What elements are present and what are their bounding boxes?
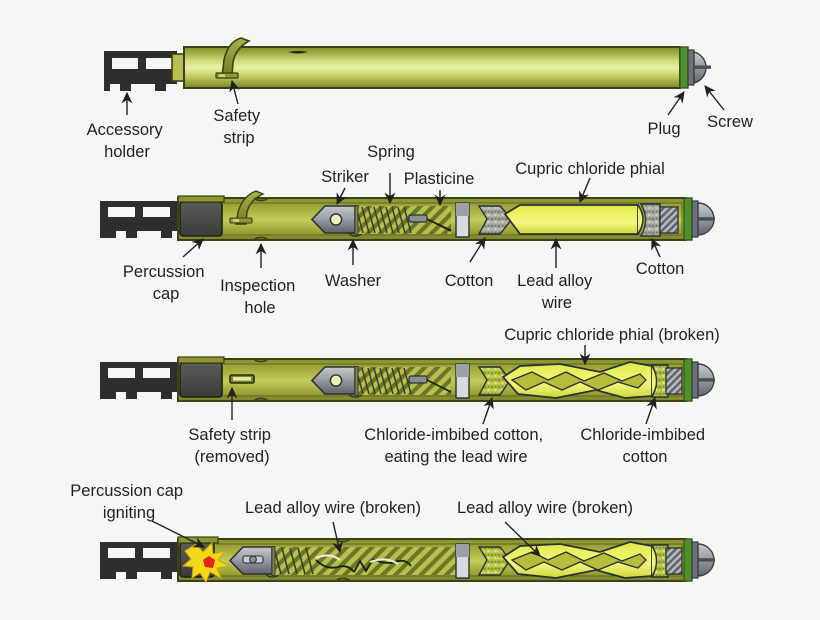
label-inspection-hole: Inspection hole (220, 277, 300, 317)
lead-alloy-wire-channel-4 (272, 547, 456, 575)
row-3-activated-cutaway: Cupric chloride phial (broken) Safety st… (100, 326, 720, 466)
end-plug-hatch-3 (665, 367, 683, 395)
plug-shape-2 (683, 197, 693, 241)
label-safety-strip: Safety strip (213, 107, 264, 147)
label-percussion-cap-igniting: Percussion cap igniting (70, 482, 187, 522)
cotton-right-shape (639, 203, 661, 237)
label-washer: Washer (325, 272, 382, 290)
row-1-external-view: Accessory holder Safety strip Plug Screw (87, 37, 753, 161)
row-4-leaders (151, 520, 541, 557)
row-2-leaders-bottom (182, 237, 662, 268)
phial-crack-lines (510, 371, 647, 391)
label-cotton-right: Cotton (636, 260, 685, 278)
label-lead-alloy-wire-broken-2: Lead alloy wire (broken) (457, 499, 633, 517)
row-2-armed-cutaway: Striker Spring Plasticine Cupric chlorid… (100, 143, 715, 317)
striker-shape-4 (228, 546, 273, 575)
spring-shape (354, 205, 412, 235)
plug-shape (679, 46, 689, 89)
label-lead-alloy-wire-broken-1: Lead alloy wire (broken) (245, 499, 421, 517)
inspection-hole-bottom-4 (335, 577, 351, 582)
label-percussion-cap: Percussion cap (123, 263, 209, 303)
safety-strip-removed-slot (229, 374, 255, 384)
chloride-imbibed-cotton-right-4 (650, 544, 669, 578)
label-striker: Striker (321, 168, 369, 186)
end-plug-hatch-4 (665, 547, 683, 575)
chloride-imbibed-cotton-left-4 (477, 546, 511, 576)
label-safety-strip-removed: Safety strip (removed) (188, 426, 275, 466)
accessory-holder-shape-2 (100, 201, 183, 238)
plug-shape-3 (683, 358, 693, 402)
accessory-holder-shape-4 (100, 542, 183, 579)
row-4-fired-cutaway: Percussion cap igniting Lead alloy wire … (70, 482, 715, 584)
chloride-imbibed-cotton-right (650, 364, 669, 398)
phial-crack-lines-4 (510, 551, 647, 571)
plasticine-shape-4 (455, 543, 470, 579)
spring-shape-3 (354, 366, 412, 396)
label-plug: Plug (647, 120, 680, 138)
label-spring: Spring (367, 143, 415, 161)
safety-strip-shape (215, 37, 251, 79)
safety-strip-shape-2 (229, 190, 265, 225)
percussion-cap-shape-3 (177, 356, 225, 398)
spring-compressed-shape (271, 546, 314, 576)
pencil-body-external (183, 46, 681, 89)
row-3-leaders (226, 345, 657, 425)
accessory-holder-shape (104, 51, 177, 91)
label-plasticine: Plasticine (404, 170, 475, 188)
plasticine-shape-3 (455, 363, 470, 399)
row-1-leaders (121, 79, 725, 116)
label-lead-alloy-wire: Lead alloy wire (517, 272, 597, 312)
cotton-left-shape (477, 205, 513, 235)
row-2-leaders-top (336, 173, 591, 207)
plug-shape-4 (683, 538, 693, 582)
screw-shape-4 (691, 541, 715, 579)
accessory-holder-shape-3 (100, 362, 183, 399)
striker-shape (310, 205, 356, 234)
percussion-cap-shape (177, 195, 225, 237)
label-cupric-chloride-phial-broken: Cupric chloride phial (broken) (504, 326, 720, 344)
chloride-imbibed-cotton-left (477, 366, 511, 396)
label-chloride-imbibed-cotton: Chloride-imbibed cotton (580, 426, 709, 466)
screw-shape-3 (691, 361, 715, 399)
label-accessory-holder: Accessory holder (87, 121, 168, 161)
screw-shape-2 (691, 200, 715, 238)
cupric-chloride-phial-shape (503, 204, 639, 235)
plasticine-shape (455, 202, 470, 238)
label-chloride-imbibed-cotton-eating: Chloride-imbibed cotton, eating the lead… (364, 426, 547, 466)
screw-shape (687, 49, 711, 86)
label-cupric-chloride-phial: Cupric chloride phial (515, 160, 665, 178)
lead-wire-tail-3 (408, 375, 452, 393)
label-cotton-left: Cotton (445, 272, 494, 290)
wire-highlight-2 (369, 558, 399, 565)
label-screw: Screw (707, 113, 753, 131)
end-plug-hatch (659, 206, 679, 234)
wire-highlight (315, 554, 341, 561)
lead-wire-tail (408, 214, 452, 232)
inspection-hole-top (253, 197, 269, 202)
inspection-hole-bottom (253, 236, 269, 241)
inspection-hole-top-3 (253, 358, 269, 363)
striker-shape-3 (310, 366, 356, 395)
inspection-hole-bottom-3 (253, 397, 269, 402)
